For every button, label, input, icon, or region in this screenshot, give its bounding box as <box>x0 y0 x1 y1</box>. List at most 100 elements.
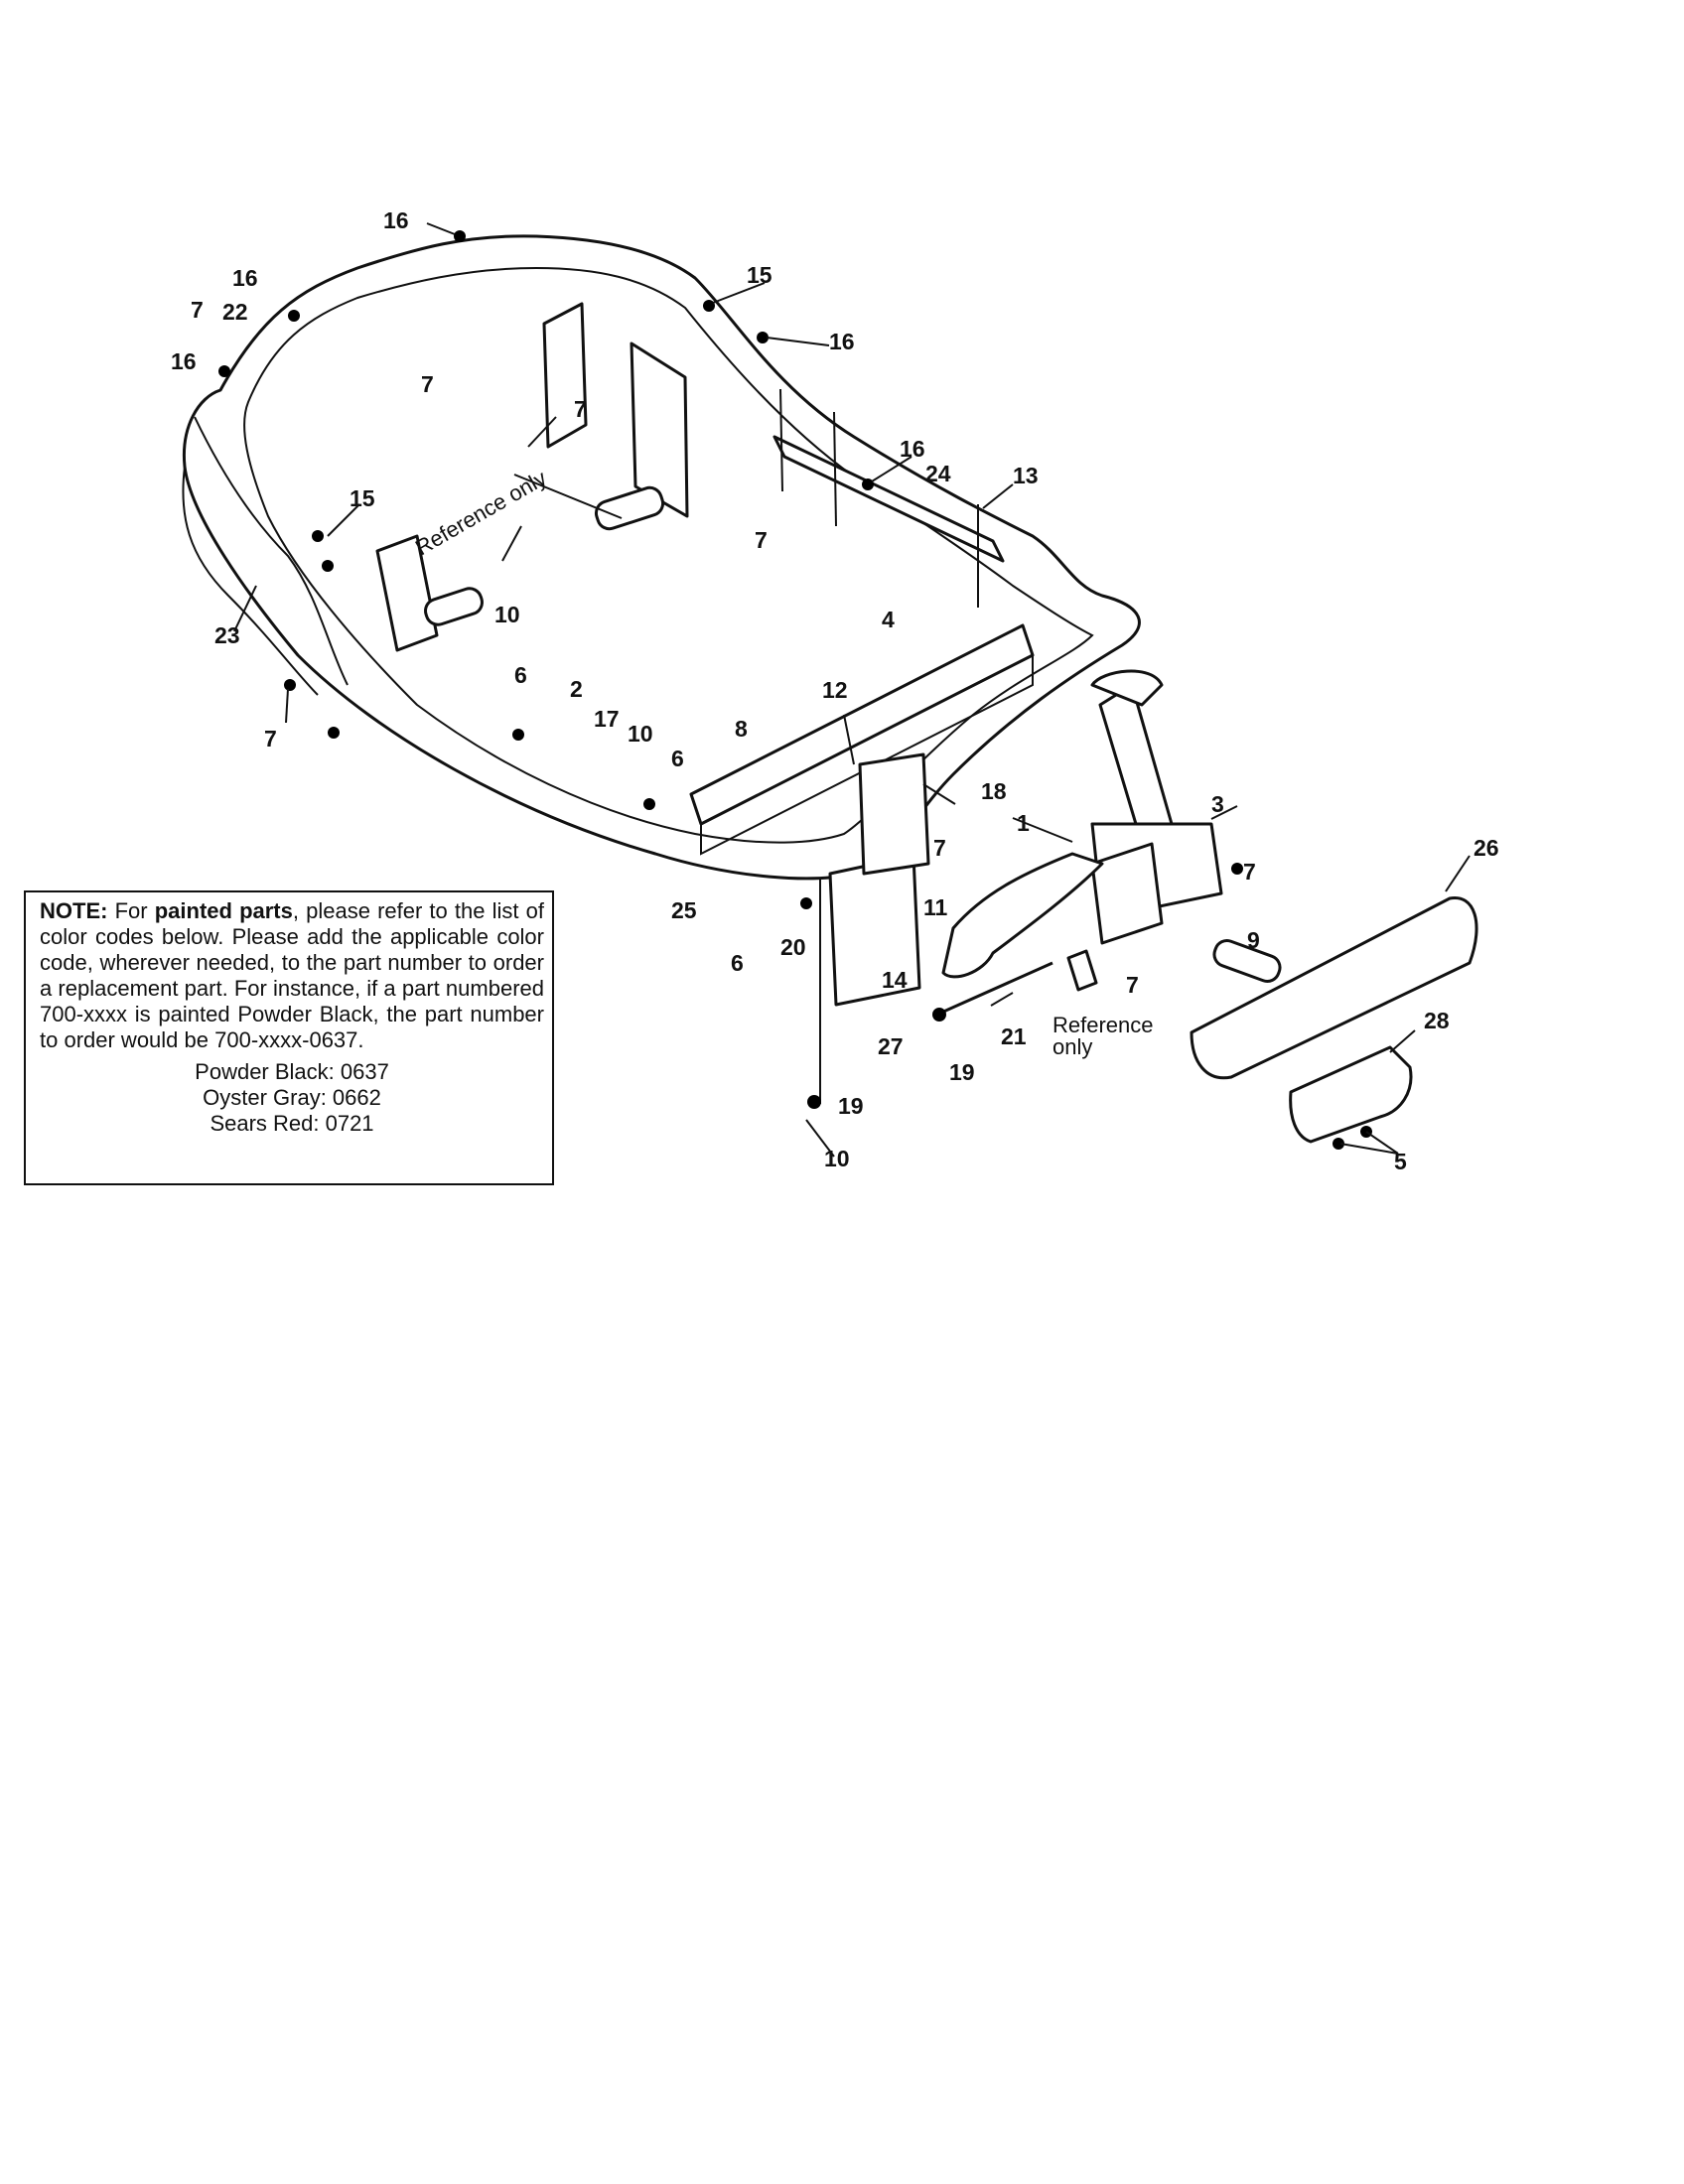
leader <box>1445 855 1471 892</box>
tie-rod <box>940 961 1053 1015</box>
bolt-long-2 <box>779 388 783 492</box>
screw <box>218 365 230 377</box>
note-text: NOTE: For painted parts, please refer to… <box>40 898 544 1053</box>
leader <box>1365 1131 1399 1155</box>
callout-3: 3 <box>1211 791 1224 817</box>
callout-14: 14 <box>882 967 908 993</box>
callout-9: 9 <box>1247 927 1260 953</box>
callout-13: 13 <box>1013 463 1039 488</box>
pin-rear <box>594 485 665 531</box>
callout-19-b: 19 <box>838 1093 864 1119</box>
bracket-12 <box>858 752 930 876</box>
callout-18: 18 <box>981 778 1007 804</box>
screw <box>288 310 300 322</box>
callout-25: 25 <box>671 897 697 923</box>
steering-cap <box>1090 669 1164 707</box>
note-emphasis: painted parts <box>154 898 293 923</box>
callout-2: 2 <box>570 676 583 702</box>
leader <box>712 282 766 304</box>
screw <box>328 727 340 739</box>
callout-16-b: 16 <box>232 265 258 291</box>
leader <box>327 503 360 537</box>
front-frame-arm <box>941 852 1104 979</box>
footrest-left <box>194 416 349 686</box>
color-codes: Powder Black: 0637 Oyster Gray: 0662 Sea… <box>40 1059 544 1137</box>
leader <box>285 688 289 724</box>
callout-4: 4 <box>882 607 895 632</box>
leader <box>982 483 1014 509</box>
callout-28: 28 <box>1424 1008 1450 1033</box>
callout-17: 17 <box>594 706 620 732</box>
callout-7-b: 7 <box>421 371 434 397</box>
screw <box>862 478 874 490</box>
callout-7-c: 7 <box>574 396 587 422</box>
screw <box>932 1008 946 1022</box>
leader <box>766 337 830 346</box>
callout-10-b: 10 <box>628 721 653 747</box>
callout-22: 22 <box>222 299 248 325</box>
callout-19-a: 19 <box>949 1059 975 1085</box>
callout-26: 26 <box>1474 835 1499 861</box>
callout-24: 24 <box>925 461 951 486</box>
callout-5: 5 <box>1394 1149 1407 1174</box>
reference-label-front-line2: only <box>1052 1034 1092 1059</box>
leader <box>1210 805 1238 820</box>
bolt-long-1 <box>833 411 837 527</box>
callout-16-d: 16 <box>829 329 855 354</box>
leader <box>843 714 855 765</box>
leader <box>501 525 522 562</box>
callout-7-d: 7 <box>755 527 768 553</box>
screw <box>757 332 769 343</box>
callout-10-c: 10 <box>824 1146 850 1171</box>
note-lead: NOTE: <box>40 898 108 923</box>
leader <box>426 222 456 235</box>
callout-15-a: 15 <box>747 262 772 288</box>
reference-label-front-line1: Reference <box>1052 1013 1154 1037</box>
leader <box>527 416 557 448</box>
leader <box>1339 1143 1399 1155</box>
leader <box>805 1119 835 1158</box>
callout-7-a: 7 <box>191 297 204 323</box>
callout-10-a: 10 <box>494 602 520 627</box>
screw <box>322 560 334 572</box>
callout-6-c: 6 <box>731 950 744 976</box>
note-text-2: , please refer to the list of color code… <box>40 898 544 1052</box>
callout-8: 8 <box>735 716 748 742</box>
bumper-cover <box>1289 1045 1413 1144</box>
steering-support <box>1098 683 1174 846</box>
callout-1: 1 <box>1017 810 1030 836</box>
color-code-item: Powder Black: 0637 <box>195 1059 389 1084</box>
screw <box>1231 863 1243 875</box>
screw <box>703 300 715 312</box>
screw <box>800 897 812 909</box>
screw <box>284 679 296 691</box>
callout-7-e: 7 <box>264 726 277 751</box>
fender-left <box>182 466 319 696</box>
screw <box>312 530 324 542</box>
color-code-item: Sears Red: 0721 <box>210 1111 374 1136</box>
callout-27: 27 <box>878 1033 904 1059</box>
callout-6-b: 6 <box>671 746 684 771</box>
callout-7-h: 7 <box>1126 972 1139 998</box>
inner-frame <box>243 266 1094 844</box>
callout-23: 23 <box>214 622 240 648</box>
screw <box>512 729 524 741</box>
reference-part-front <box>1066 949 1098 992</box>
callout-16-a: 16 <box>383 207 409 233</box>
note-text-1: For <box>107 898 155 923</box>
leader <box>233 585 257 632</box>
callout-7-g: 7 <box>1243 859 1256 885</box>
leader <box>990 992 1014 1007</box>
callout-16-e: 16 <box>900 436 925 462</box>
leader <box>1012 817 1073 843</box>
seat-bracket-left <box>375 534 439 652</box>
leader <box>1389 1029 1416 1053</box>
pin-left <box>424 587 484 626</box>
callout-6-a: 6 <box>514 662 527 688</box>
leader <box>871 456 912 482</box>
leader <box>922 783 956 805</box>
callout-20: 20 <box>780 934 806 960</box>
front-bumper <box>1190 896 1478 1080</box>
bracket-upright <box>542 302 588 449</box>
callout-12: 12 <box>822 677 848 703</box>
